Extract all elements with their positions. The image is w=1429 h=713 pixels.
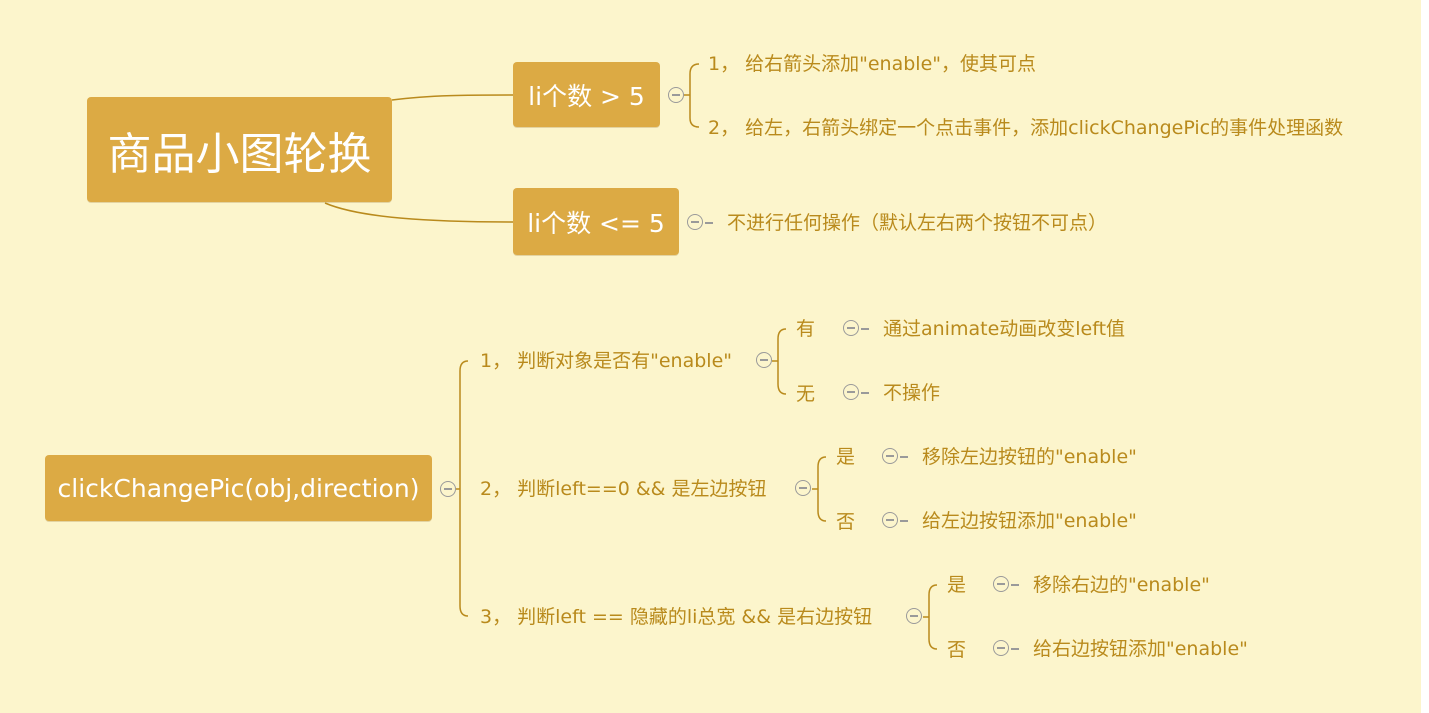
connector-root-to-le5: [324, 202, 515, 223]
branch-title-le5: li个数 <= 5: [527, 208, 665, 238]
bracket-step2: [817, 456, 827, 522]
root-node-clickchangepic[interactable]: clickChangePic(obj,direction): [45, 455, 432, 521]
collapse-toggle-icon[interactable]: [440, 481, 456, 497]
step-3-yes-action: 移除右边的"enable": [1033, 574, 1210, 596]
step-1-no: 无: [796, 383, 816, 405]
collapse-toggle-icon[interactable]: [843, 320, 859, 336]
toggle-stub: [900, 520, 908, 522]
gt5-step-1: 1， 给右箭头添加"enable"，使其可点: [708, 53, 1037, 75]
gt5-step-2: 2， 给左，右箭头绑定一个点击事件，添加clickChangePic的事件处理函…: [708, 117, 1344, 139]
le5-note: 不进行任何操作（默认左右两个按钮不可点）: [727, 212, 1108, 234]
toggle-stub: [1011, 648, 1019, 650]
step-3-no: 否: [947, 639, 967, 661]
toggle-stub: [861, 328, 869, 330]
toggle-stub: [1011, 584, 1019, 586]
step-3-label: 3， 判断left == 隐藏的li总宽 && 是右边按钮: [480, 606, 873, 628]
collapse-toggle-icon[interactable]: [882, 512, 898, 528]
connector-root-to-gt5: [391, 94, 515, 101]
bracket-steps: [459, 360, 469, 617]
step-2-yes-action: 移除左边按钮的"enable": [922, 446, 1137, 468]
collapse-toggle-icon[interactable]: [906, 608, 922, 624]
collapse-toggle-icon[interactable]: [882, 448, 898, 464]
step-2-label: 2， 判断left==0 && 是左边按钮: [480, 478, 767, 500]
toggle-stub: [900, 456, 908, 458]
step-2-yes: 是: [836, 446, 856, 468]
bracket-step1: [777, 328, 787, 395]
step-1-yes: 有: [796, 318, 816, 340]
collapse-toggle-icon[interactable]: [843, 384, 859, 400]
step-1-label: 1， 判断对象是否有"enable": [480, 350, 733, 372]
step-3-no-action: 给右边按钮添加"enable": [1033, 638, 1248, 660]
branch-node-li-count-le5[interactable]: li个数 <= 5: [513, 188, 679, 255]
collapse-toggle-icon[interactable]: [687, 214, 703, 230]
collapse-toggle-icon[interactable]: [993, 640, 1009, 656]
toggle-stub: [861, 392, 869, 394]
root-node-product-thumb-rotation[interactable]: 商品小图轮换: [87, 97, 392, 202]
root-node-function-name: clickChangePic(obj,direction): [57, 473, 420, 503]
step-3-yes: 是: [947, 574, 967, 596]
step-1-yes-action: 通过animate动画改变left值: [883, 318, 1126, 340]
collapse-toggle-icon[interactable]: [993, 576, 1009, 592]
step-2-no: 否: [836, 511, 856, 533]
branch-node-li-count-gt5[interactable]: li个数 > 5: [513, 62, 660, 127]
bracket-step3: [928, 584, 938, 650]
root-node-title: 商品小图轮换: [107, 128, 372, 180]
step-1-no-action: 不操作: [883, 382, 941, 404]
collapse-toggle-icon[interactable]: [795, 480, 811, 496]
collapse-toggle-icon[interactable]: [668, 87, 684, 103]
toggle-stub: [705, 222, 713, 224]
step-2-no-action: 给左边按钮添加"enable": [922, 510, 1137, 532]
branch-title-gt5: li个数 > 5: [528, 81, 645, 111]
bracket-gt5: [689, 63, 700, 128]
collapse-toggle-icon[interactable]: [756, 352, 772, 368]
